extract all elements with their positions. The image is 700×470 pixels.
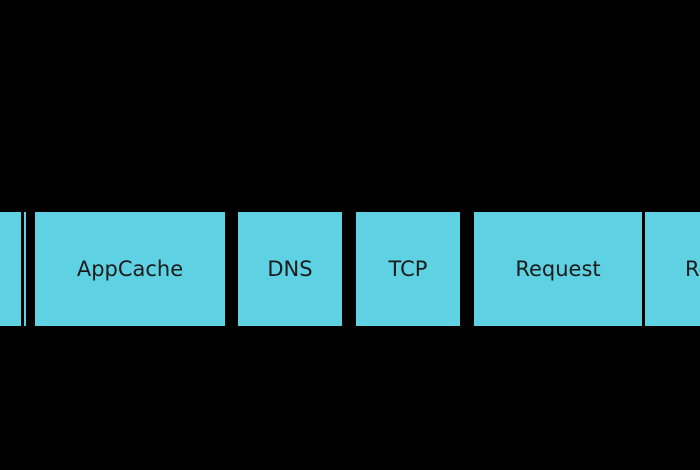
stage-block-partial-left (0, 212, 21, 326)
stage-block-response-partial: Response (645, 212, 700, 326)
stage-block-request: Request (474, 212, 642, 326)
stage-label-appcache: AppCache (76, 257, 184, 281)
stage-label-tcp: TCP (388, 257, 428, 281)
stage-block-appcache: AppCache (35, 212, 225, 326)
stage-block-dns: DNS (238, 212, 342, 326)
stage-label-request: Request (515, 257, 601, 281)
stage-block-thin (24, 212, 26, 326)
stage-label-dns: DNS (267, 257, 313, 281)
stage-label-response: Response (685, 257, 700, 281)
stage-block-tcp: TCP (356, 212, 460, 326)
